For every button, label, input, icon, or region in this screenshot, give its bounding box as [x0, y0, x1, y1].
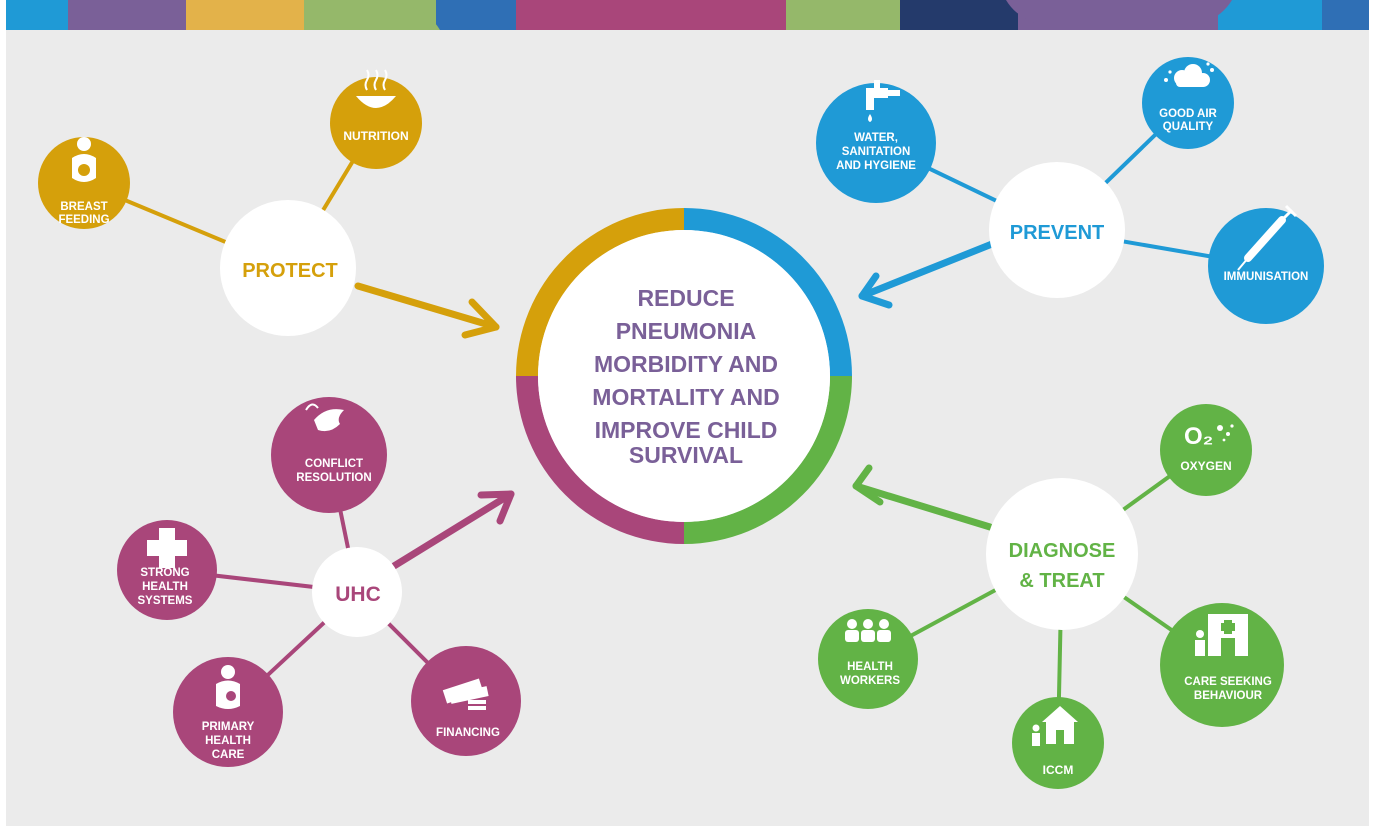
node-wash: WATER, SANITATION AND HYGIENE: [816, 80, 936, 203]
dove-icon: [305, 403, 344, 432]
svg-text:O₂: O₂: [1184, 423, 1213, 450]
mother-baby-icon: [216, 665, 240, 709]
node-breastfeeding: BREAST FEEDING: [38, 137, 130, 229]
node-health-systems-label-2: HEALTH: [142, 581, 188, 593]
node-oxygen: O₂ OXYGEN: [1160, 404, 1252, 496]
cloud-icon: [1164, 62, 1214, 87]
node-air: GOOD AIR QUALITY: [1142, 57, 1234, 149]
hub-protect: PROTECT: [220, 200, 356, 336]
arrow-diagnose: [852, 464, 994, 531]
node-primary-care-label-2: HEALTH: [205, 735, 251, 747]
node-primary-care-label-3: CARE: [212, 749, 245, 761]
node-wash-label-2: SANITATION: [842, 146, 911, 158]
node-wash-label-1: WATER,: [854, 132, 898, 144]
node-care-seeking-label-1: CARE SEEKING: [1184, 676, 1272, 688]
center-goal: REDUCE PNEUMONIA MORBIDITY AND MORTALITY…: [516, 208, 852, 544]
node-care-seeking-label-2: BEHAVIOUR: [1194, 690, 1263, 702]
node-health-workers-label-2: WORKERS: [840, 675, 900, 687]
node-air-label-1: GOOD AIR: [1159, 108, 1217, 120]
tap-icon: [866, 80, 900, 122]
hub-uhc-label: UHC: [335, 583, 381, 606]
node-wash-label-3: AND HYGIENE: [836, 160, 916, 172]
mother-child-icon: [72, 137, 96, 182]
node-primary-care-label-1: PRIMARY: [202, 721, 255, 733]
node-breastfeeding-label-1: BREAST: [60, 201, 107, 213]
node-financing-label: FINANCING: [436, 727, 500, 739]
ring-quadrant-uhc: [516, 376, 684, 544]
node-conflict-label-1: CONFLICT: [305, 458, 363, 470]
ring-quadrant-prevent: [684, 208, 852, 376]
node-primary-care: PRIMARY HEALTH CARE: [173, 657, 283, 767]
node-health-systems-label-3: SYSTEMS: [138, 595, 193, 607]
center-line-4: MORTALITY AND: [592, 384, 779, 410]
node-iccm: ICCM: [1012, 697, 1104, 789]
arrow-prevent: [858, 236, 1006, 309]
hub-prevent-label: PREVENT: [1010, 222, 1104, 244]
hub-diagnose-label-1: DIAGNOSE: [1009, 540, 1116, 562]
arrow-uhc: [390, 490, 515, 570]
clinic-icon: [1195, 614, 1248, 656]
center-line-5: IMPROVE CHILD: [595, 417, 778, 443]
node-nutrition: NUTRITION: [330, 69, 422, 169]
node-health-workers-label-1: HEALTH: [847, 661, 893, 673]
node-conflict: CONFLICT RESOLUTION: [271, 397, 387, 513]
hub-protect-label: PROTECT: [242, 260, 338, 282]
node-financing: FINANCING: [411, 646, 521, 756]
node-oxygen-label: OXYGEN: [1180, 459, 1231, 473]
hub-prevent: PREVENT: [989, 162, 1125, 298]
cross-icon: [147, 528, 187, 568]
node-immunisation: IMMUNISATION: [1208, 204, 1324, 324]
hut-icon: [1032, 706, 1078, 746]
health-workers-icon: [845, 619, 891, 642]
ring-quadrant-protect: [516, 208, 684, 376]
syringe-icon: [1237, 204, 1298, 271]
node-health-workers: HEALTH WORKERS: [818, 609, 918, 709]
hub-diagnose: DIAGNOSE & TREAT: [986, 478, 1138, 630]
node-health-systems-label-1: STRONG: [140, 567, 189, 579]
money-icon: [442, 678, 489, 710]
hub-uhc: UHC: [312, 547, 402, 637]
center-line-6: SURVIVAL: [629, 442, 743, 468]
ring-quadrant-diagnose: [684, 376, 852, 544]
hub-diagnose-label-2: & TREAT: [1019, 570, 1104, 592]
oxygen-icon: O₂: [1184, 423, 1234, 450]
center-line-1: REDUCE: [637, 285, 734, 311]
node-health-systems: STRONG HEALTH SYSTEMS: [117, 520, 217, 620]
center-line-3: MORBIDITY AND: [594, 351, 778, 377]
top-color-bar: [6, 0, 1369, 32]
node-conflict-label-2: RESOLUTION: [296, 472, 371, 484]
node-air-label-2: QUALITY: [1163, 121, 1214, 133]
arrow-protect: [354, 282, 500, 339]
node-care-seeking: CARE SEEKING BEHAVIOUR: [1160, 603, 1284, 727]
node-immunisation-label: IMMUNISATION: [1224, 271, 1309, 283]
arrows: [354, 236, 1006, 570]
bowl-icon: [356, 69, 396, 108]
node-breastfeeding-label-2: FEEDING: [58, 214, 109, 226]
node-nutrition-label: NUTRITION: [343, 129, 408, 143]
center-line-2: PNEUMONIA: [616, 318, 757, 344]
center-circle: [538, 230, 830, 522]
node-iccm-label: ICCM: [1043, 763, 1074, 777]
